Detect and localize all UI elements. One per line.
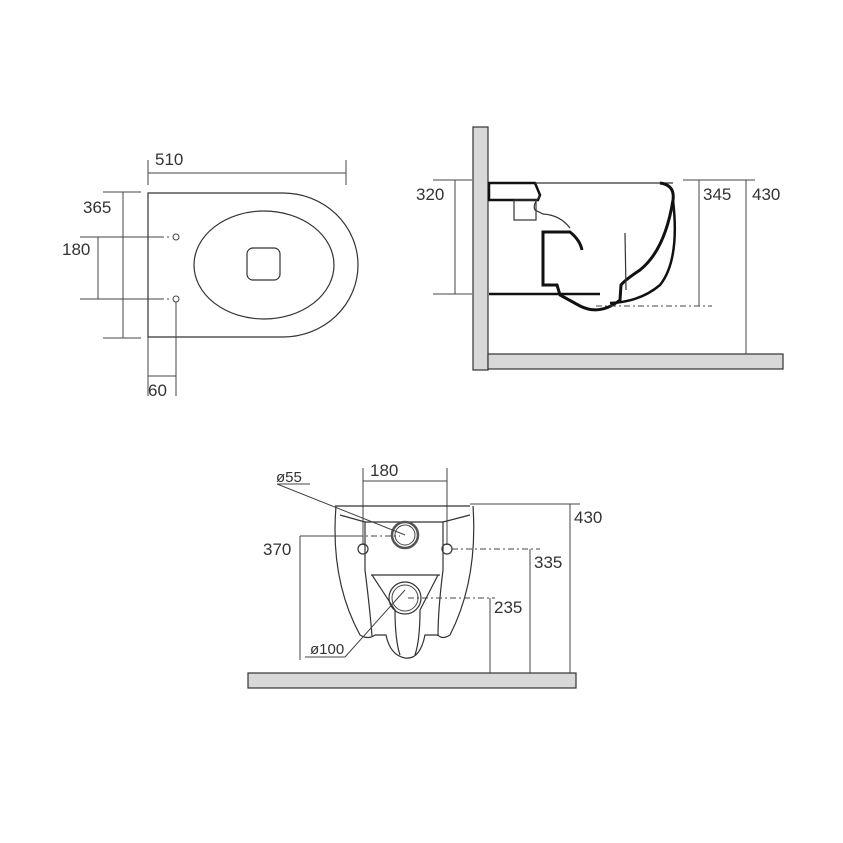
wall (472, 126, 489, 371)
rear-view: 180 ø55 ø100 370 430 (247, 461, 602, 689)
side-fixing-height-label: 320 (416, 185, 444, 204)
floor (247, 672, 577, 689)
rear-fixing-height-label: 335 (534, 553, 562, 572)
fixing-hole-icon (172, 233, 180, 241)
top-depth-label: 365 (83, 198, 111, 217)
rear-rim-height-label: 430 (574, 508, 602, 527)
side-rim-height-label: 430 (752, 185, 780, 204)
top-spacing-label: 180 (62, 240, 90, 259)
top-offset-label: 60 (148, 381, 167, 400)
side-outlet-height-label: 345 (703, 185, 731, 204)
floor (487, 353, 784, 370)
rear-inlet-height-label: 370 (263, 540, 291, 559)
fixing-hole-icon (172, 295, 180, 303)
rear-spacing-label: 180 (370, 461, 398, 480)
rear-inlet-diameter-label: ø55 (276, 469, 302, 486)
fixing-hole-icon (357, 543, 369, 555)
top-view: 510 365 180 60 (62, 150, 359, 400)
rear-outlet-height-label: 235 (494, 598, 522, 617)
top-width-label: 510 (155, 150, 183, 169)
side-view: 320 345 430 (416, 126, 784, 371)
rear-outlet-diameter-label: ø100 (310, 641, 344, 658)
